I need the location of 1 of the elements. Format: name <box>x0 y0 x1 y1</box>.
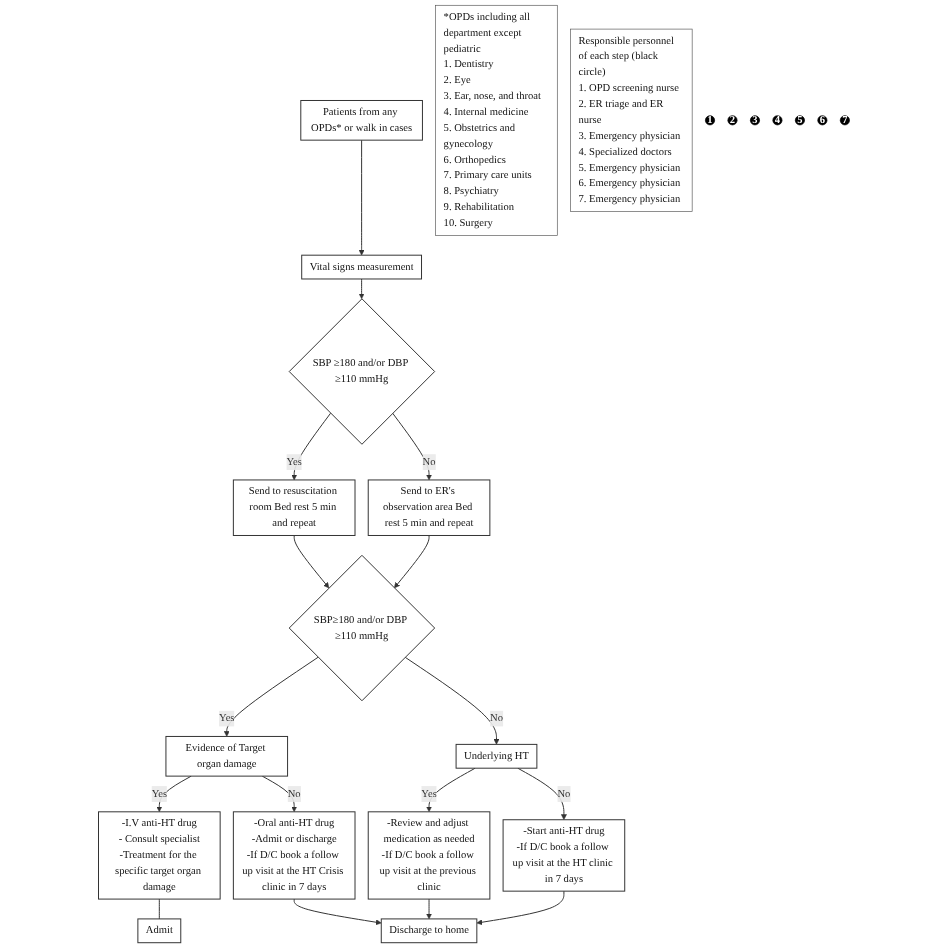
connector <box>158 898 160 920</box>
